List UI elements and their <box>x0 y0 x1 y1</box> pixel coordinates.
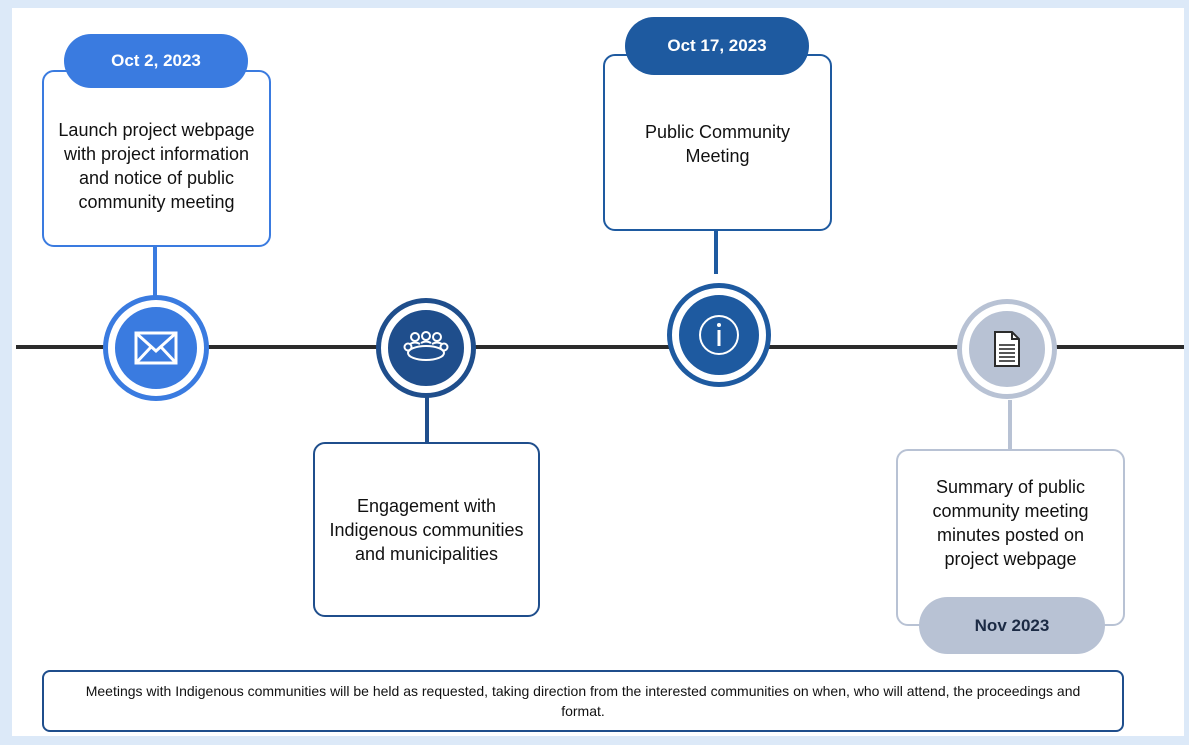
event-4-connector <box>1008 400 1012 468</box>
event-1-node <box>108 300 204 396</box>
event-3-date-badge: Oct 17, 2023 <box>625 17 809 75</box>
event-4-description: Summary of public community meeting minu… <box>932 476 1089 569</box>
event-3-description: Public Community Meeting <box>644 122 791 166</box>
event-2-node <box>381 303 471 393</box>
event-2-connector <box>425 390 429 446</box>
timeline-axis <box>16 345 1184 349</box>
event-2-card: Engagement with Indigenous communities a… <box>313 442 540 617</box>
event-1-card: Launch project webpage with project info… <box>42 70 271 247</box>
event-1-connector <box>153 244 157 310</box>
event-2-description: Engagement with Indigenous communities a… <box>329 495 524 564</box>
event-1-description: Launch project webpage with project info… <box>58 119 255 212</box>
event-1-date: Oct 2, 2023 <box>111 51 201 70</box>
document-icon <box>992 330 1022 368</box>
people-meeting-icon <box>401 330 451 366</box>
envelope-icon <box>134 331 178 365</box>
event-3-date: Oct 17, 2023 <box>667 36 767 55</box>
event-4-date: Nov 2023 <box>974 615 1050 635</box>
event-1-date-badge: Oct 2, 2023 <box>64 34 248 88</box>
event-4-date-badge: Nov 2023 <box>919 597 1105 654</box>
event-3-node <box>672 288 766 382</box>
footer-note: Meetings with Indigenous communities wil… <box>42 670 1124 732</box>
event-3-card: Public Community Meeting <box>603 54 832 231</box>
info-icon <box>697 313 741 357</box>
event-3-connector <box>714 226 718 274</box>
footer-note-text: Meetings with Indigenous communities wil… <box>85 683 1081 719</box>
event-4-card: Summary of public community meeting minu… <box>896 449 1125 626</box>
event-4-node <box>962 304 1052 394</box>
